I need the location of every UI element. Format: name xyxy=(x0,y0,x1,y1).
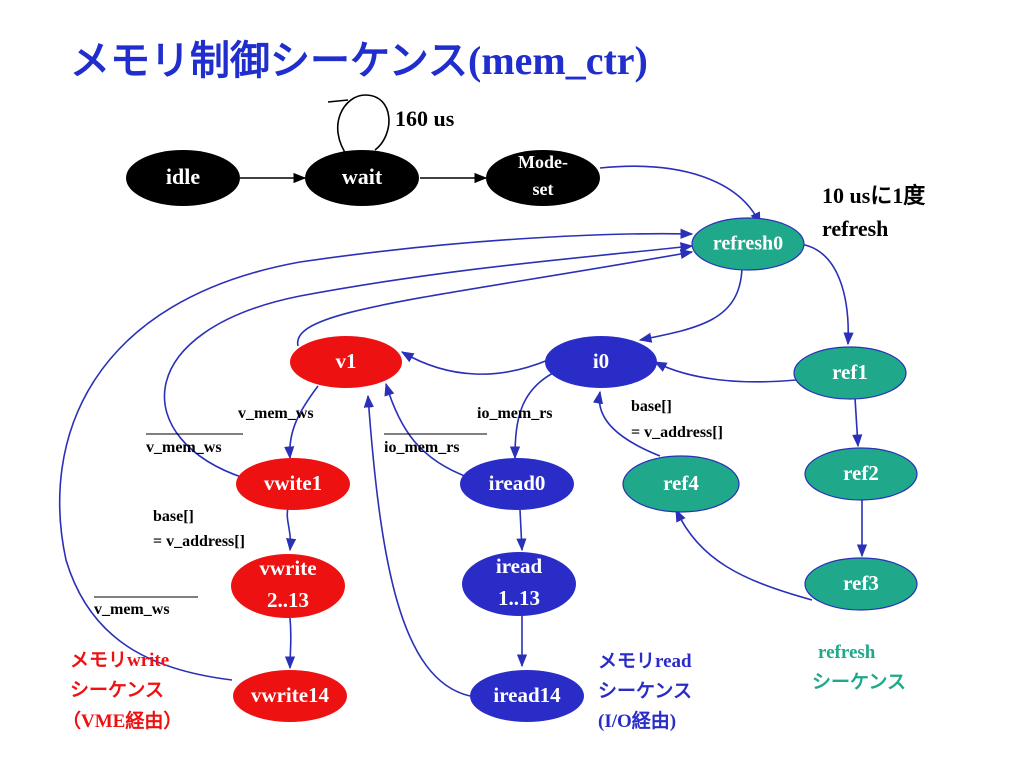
caption-ref-line2: シーケンス xyxy=(812,671,906,693)
edge-iread0-ireadmid xyxy=(516,509,527,552)
action-base-vwite-line1: base[] xyxy=(153,508,194,525)
edge-ref1-i0 xyxy=(653,361,797,383)
node-vwrite14-label: vwrite14 xyxy=(251,683,330,707)
node-v1: v1 xyxy=(290,336,402,388)
caption-io-line1: メモリread xyxy=(598,651,692,672)
node-ref2: ref2 xyxy=(804,447,918,501)
edge-refresh0-i0 xyxy=(638,267,743,343)
refresh-note-line2: refresh xyxy=(822,216,888,241)
node-i0-label: i0 xyxy=(593,349,609,373)
node-iread0-label: iread0 xyxy=(489,471,546,495)
node-modeset-label-line1: Mode- xyxy=(518,152,568,172)
edge-vwrite14-refresh0 xyxy=(58,228,694,681)
edge-ref3-ref4 xyxy=(675,508,813,601)
edge-ref4-i0 xyxy=(592,390,661,457)
node-modeset: Mode- set xyxy=(486,150,600,206)
caption-ref-line1: refresh xyxy=(818,642,876,663)
edge-v1-refresh0 xyxy=(296,248,694,347)
edge-refresh0-ref1 xyxy=(799,243,854,346)
node-idle: idle xyxy=(126,150,240,206)
node-ref3: ref3 xyxy=(804,557,918,611)
edge-vwite1-refresh0 xyxy=(163,242,694,479)
cond-not-io-mem-rs: io_mem_rs xyxy=(384,439,460,456)
refresh-note-line1: 10 usに1度 xyxy=(822,183,926,208)
caption-vme-line1: メモリwrite xyxy=(70,650,169,671)
caption-vme-line3: （VME経由） xyxy=(62,709,182,732)
edge-vwite1-vwritemid xyxy=(286,507,297,552)
action-base-ref4-line1: base[] xyxy=(631,398,672,415)
edge-i0-iread0 xyxy=(509,371,556,460)
node-iread-mid: iread 1..13 xyxy=(462,552,576,616)
node-modeset-label-line2: set xyxy=(533,179,554,199)
cond-not-v-mem-ws-1: v_mem_ws xyxy=(146,439,222,456)
node-i0: i0 xyxy=(545,336,657,388)
node-v1-label: v1 xyxy=(336,349,357,373)
page-title: メモリ制御シーケンス(mem_ctr) xyxy=(70,38,648,83)
cond-v-mem-ws: v_mem_ws xyxy=(238,405,314,422)
caption-io-line3: (I/O経由) xyxy=(598,709,676,732)
node-wait-label: wait xyxy=(342,164,383,189)
caption-vme-line2: シーケンス xyxy=(70,679,164,701)
edge-i0-v1 xyxy=(400,351,549,375)
node-ref2-label: ref2 xyxy=(843,461,879,485)
node-iread-mid-label-line1: iread xyxy=(496,554,543,578)
node-vwrite-mid-label-line2: 2..13 xyxy=(267,588,309,612)
node-iread-mid-label-line2: 1..13 xyxy=(498,586,540,610)
node-wait: wait xyxy=(305,150,419,206)
node-ref4-label: ref4 xyxy=(663,471,699,495)
node-iread14-label: iread14 xyxy=(493,683,561,707)
node-ref1: ref1 xyxy=(793,346,907,400)
edge-ref1-ref2 xyxy=(852,397,863,448)
node-refresh0-label: refresh0 xyxy=(713,233,783,255)
caption-io-line2: シーケンス xyxy=(598,680,692,702)
node-refresh0: refresh0 xyxy=(691,217,805,271)
edge-vwritemid-vwrite14 xyxy=(284,617,296,670)
node-vwite1-label: vwite1 xyxy=(264,471,322,495)
cond-not-v-mem-ws-2: v_mem_ws xyxy=(94,601,170,618)
edge-iread14-v1 xyxy=(363,394,471,697)
action-base-ref4-line2: = v_address[] xyxy=(631,424,723,441)
node-vwrite14: vwrite14 xyxy=(233,670,347,722)
node-idle-label: idle xyxy=(166,164,200,189)
cond-io-mem-rs: io_mem_rs xyxy=(477,405,553,422)
node-vwrite-mid-label-line1: vwrite xyxy=(259,556,316,580)
edge-v1-vwite1 xyxy=(284,385,319,460)
node-iread14: iread14 xyxy=(470,670,584,722)
node-ref3-label: ref3 xyxy=(843,571,879,595)
node-ref4: ref4 xyxy=(622,455,740,513)
wait-loop-label: 160 us xyxy=(395,106,455,131)
edge-iread0-v1 xyxy=(384,382,471,479)
edge-wait-selfloop-arrowhead xyxy=(327,99,349,103)
node-vwrite-mid: vwrite 2..13 xyxy=(231,554,345,618)
edge-wait-selfloop xyxy=(336,94,390,158)
node-vwite1: vwite1 xyxy=(236,458,350,510)
node-iread0: iread0 xyxy=(460,458,574,510)
action-base-vwite-line2: = v_address[] xyxy=(153,533,245,550)
node-ref1-label: ref1 xyxy=(832,360,868,384)
edge-modeset-refresh0 xyxy=(599,165,761,226)
